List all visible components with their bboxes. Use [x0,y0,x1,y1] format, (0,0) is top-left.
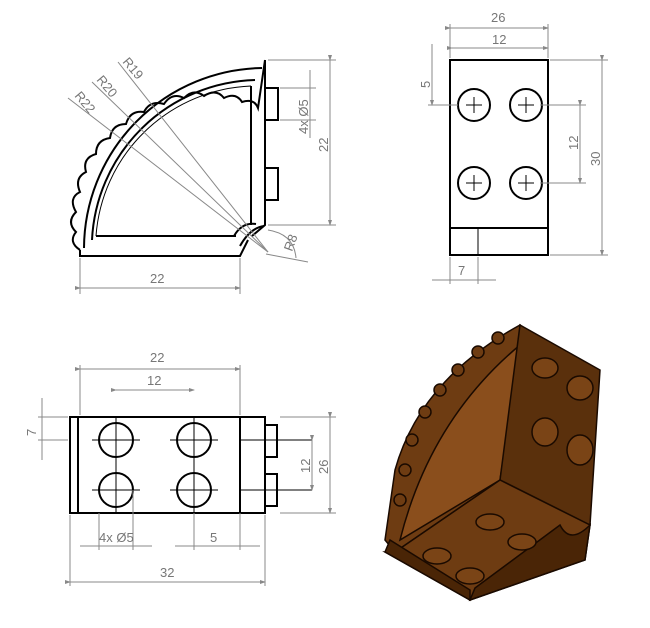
stud [264,167,279,201]
hole [457,166,491,200]
stud [264,87,279,121]
dim-right-offset: 5 [210,530,217,545]
side-view: 26 12 5 12 30 7 [418,10,608,284]
dim-height: 26 [316,460,331,474]
dim-width: 22 [150,271,164,286]
stud [264,424,278,458]
dim-inner-width: 22 [150,350,164,365]
radius-label-r22: R22 [72,88,99,116]
front-view: 22 12 7 12 26 4x Ø5 5 32 [24,350,336,586]
dim-hole-spacing-v: 12 [298,459,313,473]
outer-arc [83,67,263,249]
dim-hole-spacing-h: 12 [147,373,161,388]
holes [92,416,312,514]
inner-frame [96,86,252,237]
dim-hole-spacing-h: 12 [492,32,506,47]
radius-label-r8: R8 [281,232,301,253]
hole-callout: 4x Ø5 [296,99,311,134]
dim-left-offset: 7 [24,429,39,436]
dim-total-width: 32 [160,565,174,580]
hole-callout: 4x Ø5 [99,530,134,545]
radius-label-r19: R19 [120,54,147,82]
dim-offset-top: 5 [418,81,433,88]
scalloped-outer-edge [70,59,266,251]
top-view: R19 R20 R22 R8 22 22 4x Ø5 [67,54,336,294]
inner-arc [91,79,256,241]
dim-width: 26 [491,10,505,25]
studs [422,357,594,585]
holes [457,88,543,200]
dim-height: 30 [588,152,603,166]
isometric-view [382,323,601,602]
dim-bottom-offset: 7 [458,263,465,278]
dim-height: 22 [316,138,331,152]
dim-hole-spacing-v: 12 [566,136,581,150]
radius-label-r20: R20 [94,72,121,100]
